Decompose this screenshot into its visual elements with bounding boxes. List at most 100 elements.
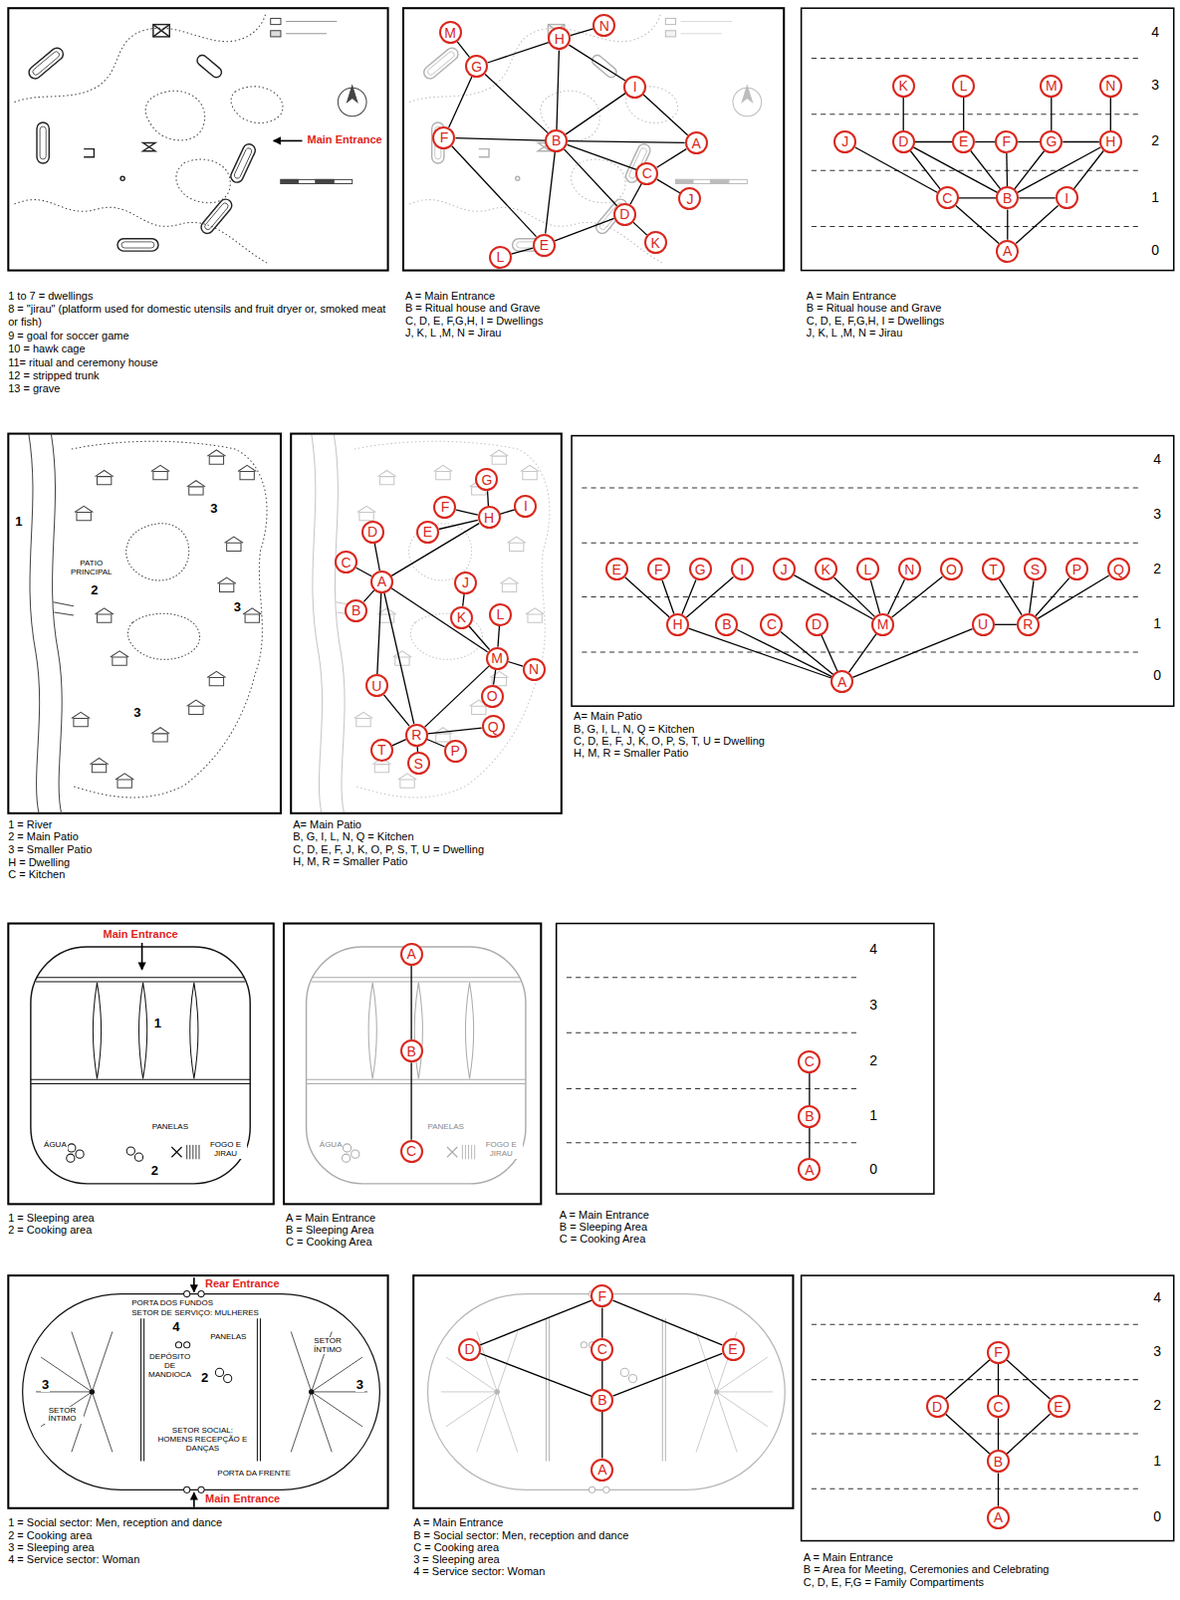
space-node: B (797, 1105, 821, 1129)
node-letter: B (597, 1393, 607, 1408)
node-letter: C (992, 1400, 1003, 1415)
node-letter: J (841, 134, 849, 149)
node-letter: Q (487, 719, 499, 734)
graph-edge (870, 580, 880, 614)
graph-edge (997, 1417, 999, 1450)
space-node: L (856, 557, 880, 581)
level-number: 2 (1153, 1398, 1162, 1414)
node-letter: F (441, 499, 451, 514)
node-letter: H (554, 31, 565, 46)
node-letter: A (1002, 243, 1012, 258)
graph-edge (565, 93, 626, 135)
space-node: D (892, 130, 916, 154)
entrance-label: Main Entrance (306, 133, 384, 146)
space-node: D (613, 203, 637, 227)
graph-edge (554, 218, 615, 241)
space-node: M (439, 20, 463, 44)
level-number: 0 (1153, 1509, 1162, 1525)
graph-edge (428, 727, 482, 734)
node-letter: E (727, 1342, 737, 1357)
graph-edge (958, 197, 997, 199)
callout-number: 3 (355, 1378, 365, 1393)
space-node: B (344, 599, 368, 623)
node-letter: M (1045, 78, 1058, 93)
callout-number: 3 (40, 1378, 50, 1393)
caption-text: B, G, I, L, N, Q = Kitchen (292, 830, 414, 843)
callout-number: 2 (200, 1371, 210, 1386)
space-node: C (334, 550, 358, 574)
node-letter: C (804, 1054, 815, 1069)
caption-text: 12 = stripped trunk (7, 369, 99, 382)
node-letter: E (958, 134, 968, 149)
space-node: E (532, 234, 556, 257)
space-node: M (1039, 74, 1063, 98)
space-node: C (590, 1338, 614, 1362)
space-node: L (488, 603, 512, 627)
level-number: 4 (1153, 1290, 1162, 1306)
graph-edge (999, 579, 1023, 616)
node-letter: I (523, 498, 528, 513)
space-node: K (450, 606, 473, 630)
space-node: G (474, 468, 498, 491)
graph-edge (945, 1414, 990, 1454)
node-letter: J (780, 562, 788, 577)
space-node: D (805, 613, 829, 637)
graph-edge (1006, 1414, 1051, 1454)
graph-edge (449, 76, 472, 128)
caption-text: 13 = grave (7, 382, 60, 395)
callout-number: 1 (153, 1016, 163, 1031)
caption-text: B = Sleeping Area (285, 1223, 374, 1236)
space-node: G (689, 557, 712, 581)
caption-text: C, D, E, F, J, K, O, P, S, T, U = Dwelli… (573, 734, 765, 747)
node-letter: B (1002, 191, 1012, 206)
node-letter: J (686, 192, 694, 207)
caption-text: 1 to 7 = dwellings (7, 289, 93, 302)
node-letter: D (932, 1400, 943, 1415)
map-text: PANELAS (151, 1123, 190, 1133)
space-node: T (370, 738, 394, 762)
graph-edge (384, 593, 415, 724)
caption-text: C, D, E, F,G,H, I = Dwellings (405, 314, 543, 327)
caption-text: A= Main Patio (292, 818, 362, 831)
graph-edge (601, 1412, 603, 1459)
graph-edge (601, 1307, 603, 1338)
graph-edge (570, 28, 594, 36)
caption-text: 11= ritual and ceremony house (7, 356, 159, 369)
graph-edge (427, 739, 446, 748)
space-node: L (951, 74, 975, 98)
space-node: F (433, 495, 457, 519)
node-letter: M (877, 617, 890, 632)
caption-text: 1 = Social sector: Men, reception and da… (7, 1516, 223, 1529)
node-letter: E (611, 562, 621, 577)
caption-text: B = Sleeping Area (559, 1220, 648, 1233)
graph-edge (545, 152, 556, 235)
node-letter: R (411, 727, 422, 742)
node-letter: I (633, 79, 638, 94)
graph-edge (1029, 580, 1034, 614)
level-number: 1 (869, 1108, 878, 1124)
caption-text: A= Main Patio (573, 709, 643, 722)
graph-edge (1073, 151, 1104, 190)
graph-edge (510, 247, 533, 254)
space-node: I (513, 494, 537, 518)
node-letter: G (481, 472, 493, 487)
graph-edge (915, 141, 953, 143)
space-node: P (1065, 557, 1089, 581)
space-node: J (833, 130, 857, 154)
caption-text: B, G, I, L, N, Q = Kitchen (573, 722, 695, 735)
map-text: SETOR ÍNTIMO (40, 1407, 84, 1425)
space-node: M (485, 647, 509, 671)
space-node: B (590, 1389, 614, 1413)
graph-edge (499, 509, 515, 515)
graph-edge (852, 629, 972, 679)
level-number: 3 (1153, 506, 1162, 522)
node-letter: H (1105, 134, 1116, 149)
node-letter: D (367, 524, 378, 539)
level-number: 4 (1153, 452, 1162, 468)
level-number: 2 (1153, 561, 1162, 577)
space-node: A (986, 1506, 1010, 1530)
graph-edge (484, 74, 548, 134)
graph-edge (1110, 97, 1112, 131)
node-letter: F (598, 1289, 608, 1304)
node-letter: N (528, 662, 539, 677)
